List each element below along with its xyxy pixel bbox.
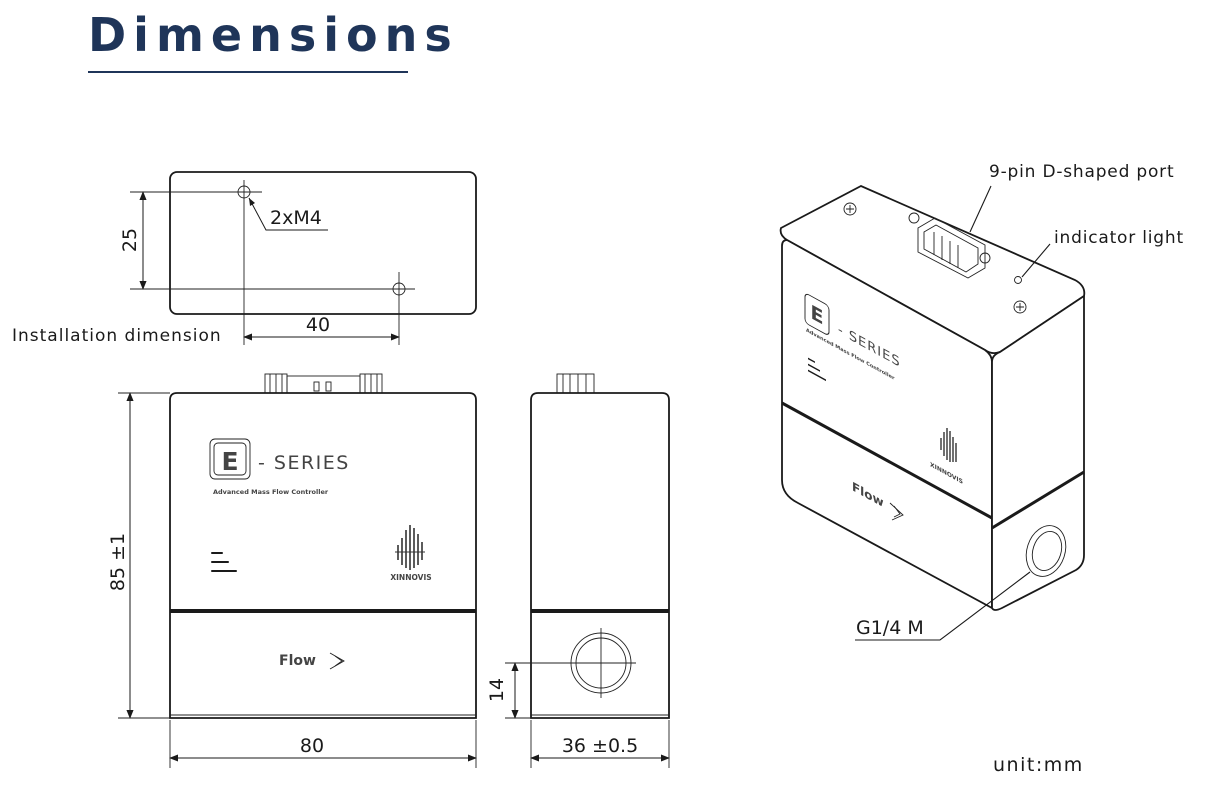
light-callout: indicator light	[1054, 228, 1184, 248]
front-view: E - SERIES Advanced Mass Flow Controller…	[107, 373, 477, 768]
hole-leader	[248, 197, 328, 231]
iso-port-outer	[1025, 525, 1067, 577]
iso-port-inner	[1031, 531, 1063, 571]
front-brand-letter: E	[221, 447, 238, 476]
iso-screws	[843, 202, 1027, 314]
front-body-outline	[169, 392, 477, 719]
front-maker-text: XINNOVIS	[390, 573, 431, 582]
front-maker-logo: XINNOVIS	[390, 525, 432, 582]
side-body-outline	[530, 392, 670, 719]
fitting-callout: G1/4 M	[856, 617, 924, 639]
iso-seam-right	[991, 470, 1085, 530]
dim-label-14: 14	[486, 678, 508, 702]
dim-label-36: 36 ±0.5	[562, 735, 638, 757]
unit-note: unit:mm	[993, 754, 1084, 776]
indicator-light-icon	[1014, 276, 1022, 284]
front-flow-label: Flow	[279, 653, 316, 669]
mounting-view: 25 40 2xM4 Installation dimension	[12, 171, 477, 346]
iso-front-face	[781, 239, 993, 610]
dim-label-25: 25	[119, 228, 141, 252]
light-callout-leader	[1021, 243, 1051, 278]
dsub-connector-front	[264, 373, 440, 394]
port-callout-leader	[969, 185, 992, 233]
iso-view: E - SERIES Advanced Mass Flow Controller…	[779, 162, 1184, 641]
iso-brand-letter: E	[811, 300, 824, 330]
front-vent-lines	[211, 552, 237, 572]
mounting-plate-outline	[169, 171, 477, 315]
iso-top-face	[779, 185, 1086, 355]
dim-label-80: 80	[300, 735, 324, 757]
iso-flow-arrow-icon	[889, 502, 904, 521]
dsub-connector-side	[556, 373, 595, 394]
fitting-callout-leader	[855, 571, 1031, 641]
front-brand-subtitle: Advanced Mass Flow Controller	[213, 488, 329, 496]
page-title: Dimensions	[88, 8, 459, 62]
dim-label-85: 85 ±1	[107, 533, 129, 591]
hole-spec-label: 2xM4	[270, 207, 322, 229]
title-underline	[88, 71, 408, 73]
iso-seam-front	[781, 401, 993, 520]
installation-caption: Installation dimension	[12, 326, 222, 346]
port-callout: 9-pin D-shaped port	[989, 162, 1174, 182]
iso-dsub-connector	[917, 217, 986, 279]
front-brand-series: - SERIES	[258, 452, 350, 474]
front-brand-logo: E - SERIES Advanced Mass Flow Controller	[209, 438, 350, 496]
flow-arrow-icon	[329, 652, 345, 670]
dim-label-40: 40	[306, 314, 330, 336]
side-view: 14 36 ±0.5	[486, 373, 670, 768]
